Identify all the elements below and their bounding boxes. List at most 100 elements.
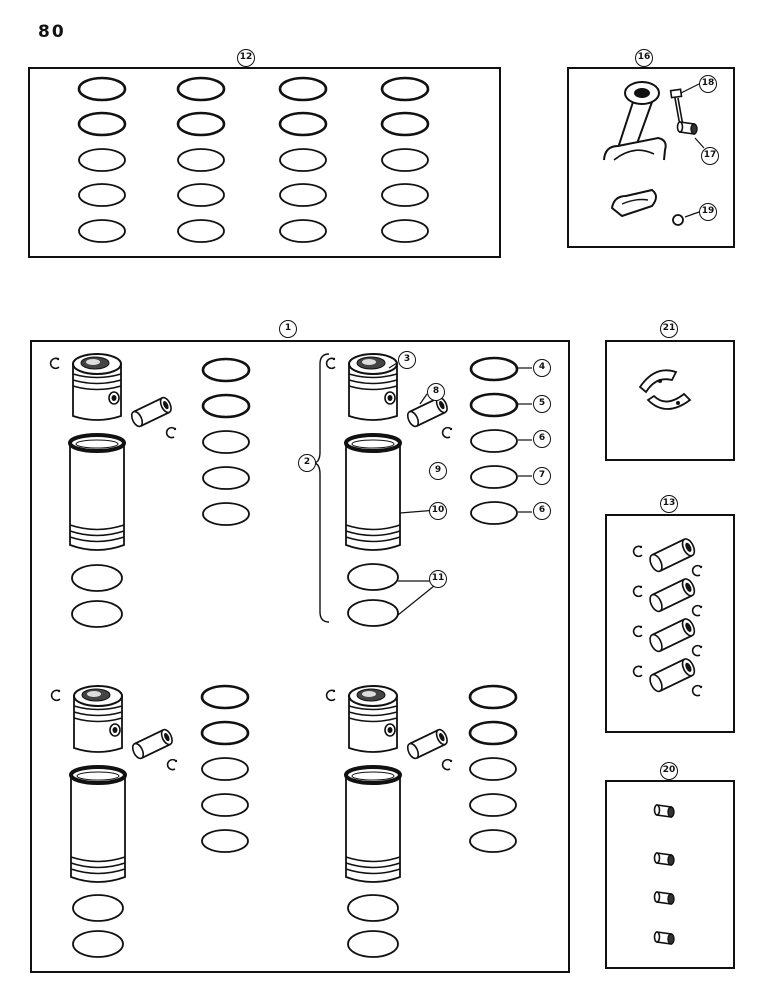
piston-ring bbox=[469, 793, 517, 817]
snap-ring-icon bbox=[691, 604, 703, 617]
piston-pin-icon bbox=[649, 618, 696, 653]
callout-2: 2 bbox=[298, 454, 316, 472]
piston-ring bbox=[279, 219, 327, 243]
cylinder-sleeve-icon bbox=[344, 765, 402, 883]
snap-ring-icon bbox=[691, 644, 703, 657]
piston-ring bbox=[381, 219, 429, 243]
callout-6b: 6 bbox=[533, 502, 551, 520]
callout-11: 11 bbox=[429, 570, 447, 588]
snap-ring-icon bbox=[166, 758, 178, 771]
snap-ring-icon bbox=[632, 545, 643, 558]
snap-ring-icon bbox=[632, 625, 643, 638]
piston-ring bbox=[469, 356, 519, 382]
piston-ring bbox=[469, 829, 517, 853]
piston-ring bbox=[380, 111, 430, 137]
callout-5: 5 bbox=[533, 395, 551, 413]
rod-nut-icon bbox=[672, 214, 684, 226]
callout-18: 18 bbox=[699, 75, 717, 93]
callout-1: 1 bbox=[279, 320, 297, 338]
snap-ring-icon bbox=[691, 684, 703, 697]
piston-pin-icon bbox=[406, 396, 448, 428]
piston-ring bbox=[202, 466, 250, 490]
leader-line bbox=[684, 211, 700, 218]
bushing-icon bbox=[653, 804, 675, 818]
callout-17: 17 bbox=[701, 147, 719, 165]
leader-line bbox=[397, 585, 435, 616]
piston-ring bbox=[381, 148, 429, 172]
snap-ring-icon bbox=[632, 665, 643, 678]
piston-ring bbox=[279, 148, 327, 172]
snap-ring-icon bbox=[325, 357, 336, 370]
piston-ring bbox=[347, 930, 399, 958]
snap-ring-icon bbox=[50, 689, 61, 702]
bushing-icon bbox=[676, 121, 698, 135]
snap-ring-icon bbox=[691, 564, 703, 577]
callout-13: 13 bbox=[660, 495, 678, 513]
piston-ring bbox=[72, 894, 124, 922]
piston-ring bbox=[201, 357, 251, 383]
callout-3: 3 bbox=[398, 351, 416, 369]
piston-ring bbox=[469, 392, 519, 418]
piston-icon bbox=[348, 685, 398, 753]
piston-ring bbox=[347, 599, 399, 627]
bushing-icon bbox=[653, 891, 675, 905]
piston-ring bbox=[470, 501, 518, 525]
bushing-icon bbox=[653, 931, 675, 945]
ring-set-panel bbox=[28, 67, 501, 258]
piston-pin-icon bbox=[649, 538, 696, 573]
group-brace bbox=[313, 353, 330, 623]
snap-ring-icon bbox=[49, 357, 60, 370]
piston-icon bbox=[73, 685, 123, 753]
piston-ring bbox=[78, 183, 126, 207]
callout-20: 20 bbox=[660, 762, 678, 780]
callout-6a: 6 bbox=[533, 430, 551, 448]
piston-ring bbox=[177, 148, 225, 172]
rod-cap-icon bbox=[610, 188, 657, 218]
piston-ring bbox=[347, 563, 399, 591]
piston-ring bbox=[71, 564, 123, 592]
leader-line bbox=[680, 83, 700, 94]
piston-ring bbox=[200, 684, 250, 710]
piston-ring bbox=[201, 793, 249, 817]
piston-ring bbox=[468, 720, 518, 746]
cylinder-sleeve-icon bbox=[68, 433, 126, 551]
callout-21: 21 bbox=[660, 320, 678, 338]
rod-bolt-head bbox=[669, 88, 683, 99]
rod-bearing-panel bbox=[605, 340, 735, 461]
snap-ring-icon bbox=[441, 426, 453, 439]
piston-ring bbox=[347, 894, 399, 922]
piston-ring bbox=[200, 720, 250, 746]
connecting-rod-panel bbox=[567, 67, 735, 248]
sleeve-piston-kit-panel bbox=[30, 340, 570, 973]
cylinder-sleeve-icon bbox=[69, 765, 127, 883]
piston-pin-icon bbox=[130, 396, 172, 428]
callout-7: 7 bbox=[533, 467, 551, 485]
piston-ring bbox=[71, 600, 123, 628]
piston-pin-icon bbox=[649, 578, 696, 613]
piston-ring bbox=[201, 757, 249, 781]
piston-ring bbox=[469, 757, 517, 781]
piston-ring bbox=[77, 111, 127, 137]
callout-16: 16 bbox=[635, 49, 653, 67]
piston-pin-icon bbox=[649, 658, 696, 693]
piston-icon bbox=[72, 353, 122, 421]
piston-icon bbox=[348, 353, 398, 421]
piston-ring bbox=[470, 429, 518, 453]
callout-8: 8 bbox=[427, 383, 445, 401]
piston-ring bbox=[279, 183, 327, 207]
snap-ring-icon bbox=[632, 585, 643, 598]
piston-ring bbox=[177, 183, 225, 207]
page-number: 80 bbox=[38, 22, 66, 42]
piston-ring bbox=[468, 684, 518, 710]
callout-19: 19 bbox=[699, 203, 717, 221]
leader-line bbox=[419, 393, 428, 405]
piston-pin-icon bbox=[131, 728, 173, 760]
piston-ring bbox=[72, 930, 124, 958]
callout-12: 12 bbox=[237, 49, 255, 67]
bushing-icon bbox=[653, 852, 675, 866]
piston-ring bbox=[278, 76, 328, 102]
piston-ring bbox=[201, 829, 249, 853]
rod-bearing-icon bbox=[638, 369, 692, 410]
piston-ring bbox=[78, 219, 126, 243]
piston-ring bbox=[470, 465, 518, 489]
